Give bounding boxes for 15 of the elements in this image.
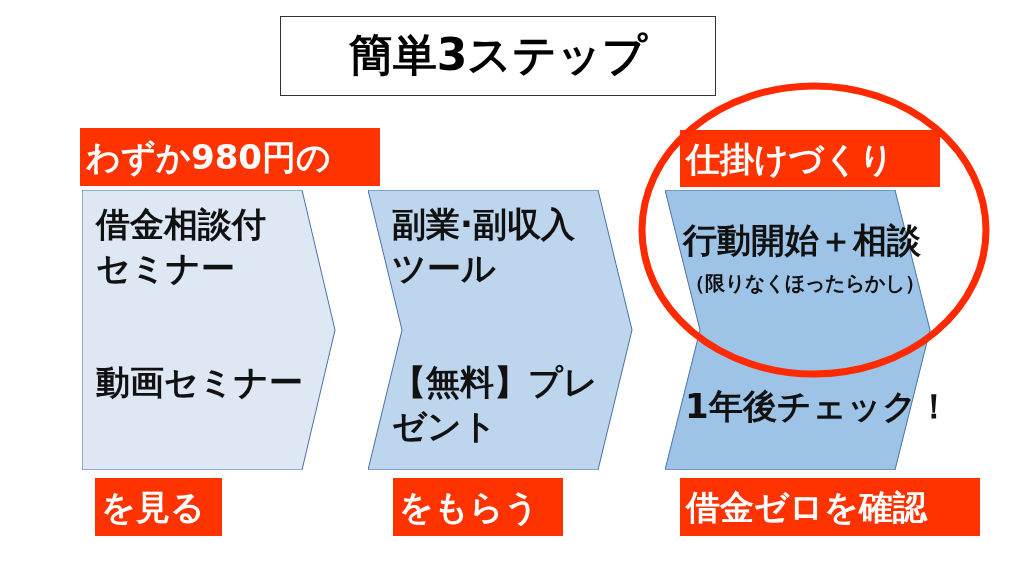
label-band: を見る bbox=[95, 478, 222, 536]
step-text: 動画セミナー bbox=[96, 361, 304, 404]
step-panel bbox=[82, 190, 337, 470]
step-text: 副業·副収入ツール bbox=[392, 203, 576, 291]
label-band: をもらう bbox=[393, 478, 563, 536]
label-band: わずか980円の bbox=[80, 128, 380, 186]
label-band: 仕掛けづくり bbox=[680, 130, 940, 187]
title-box: 簡単3ステップ bbox=[280, 16, 716, 96]
step-text: 1年後チェック！ bbox=[685, 385, 952, 428]
step-text: 【無料】プレゼント bbox=[392, 361, 599, 449]
step-text: 借金相談付セミナー bbox=[96, 203, 267, 291]
step-text: 行動開始＋相談 bbox=[683, 219, 922, 262]
step-panel bbox=[368, 190, 634, 470]
label-band: 借金ゼロを確認 bbox=[680, 478, 980, 536]
note-text: （限りなくほったらかし） bbox=[685, 270, 925, 297]
